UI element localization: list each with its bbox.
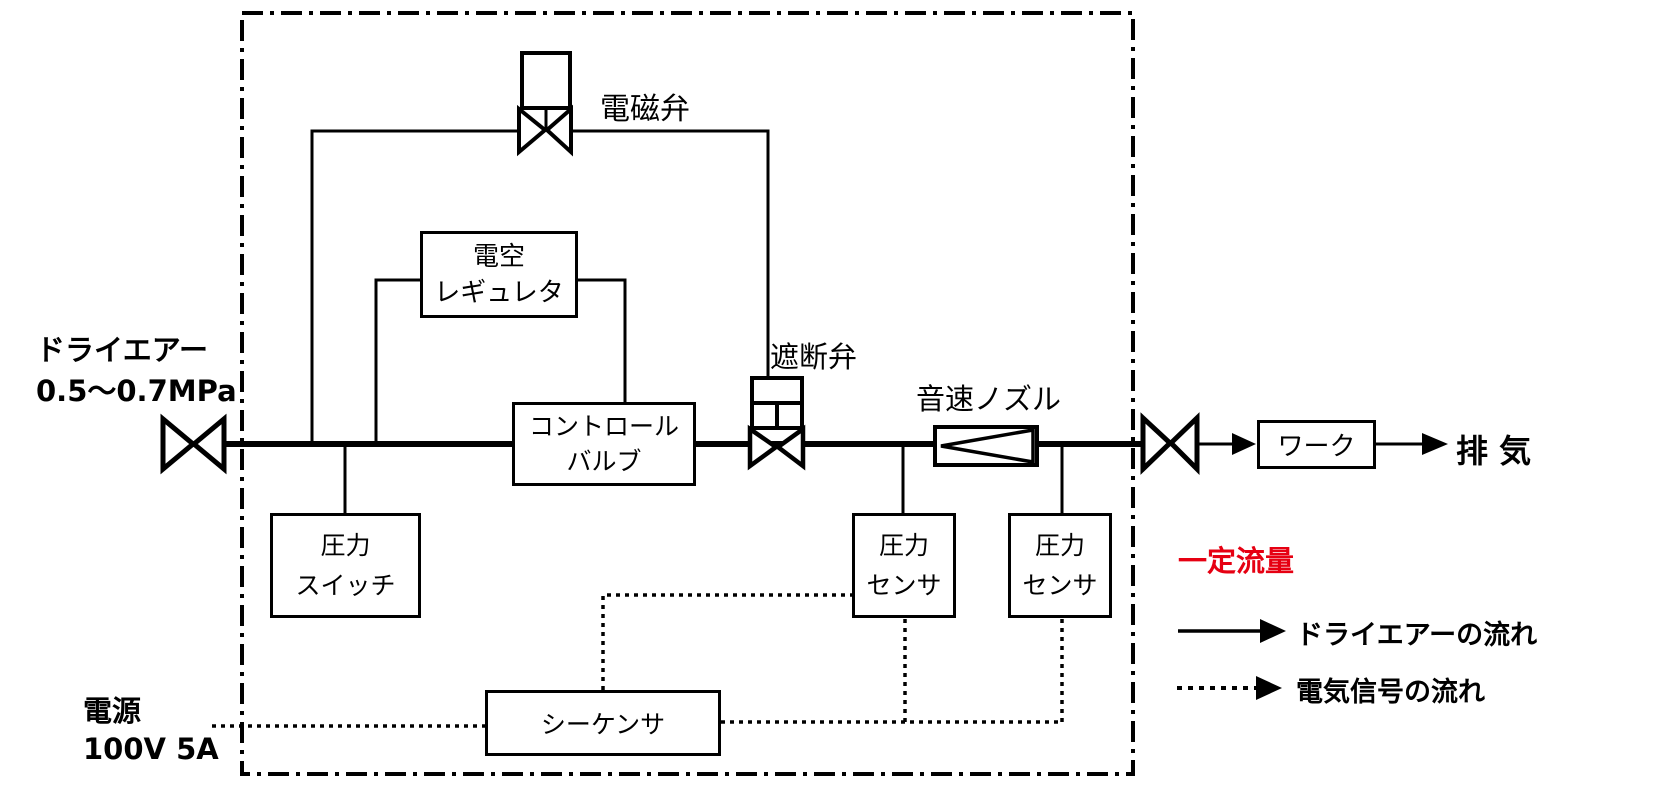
sonic-nozzle-label: 音速ノズル xyxy=(916,382,1062,416)
legend-signal-arrow xyxy=(1177,676,1282,700)
dry-air-source-line2: 0.5〜0.7MPa xyxy=(36,374,237,408)
pressure-sensor-upstream-line2: センサ xyxy=(866,570,942,600)
constant-flow-label: 一定流量 xyxy=(1178,544,1295,578)
shutoff-valve-icon xyxy=(747,376,806,471)
legend-dry-air-label: ドライエアーの流れ xyxy=(1296,620,1538,651)
regulator-pipe-right xyxy=(577,278,627,402)
work-label: ワーク xyxy=(1277,432,1356,462)
flow-arrow-to-work xyxy=(1198,433,1256,455)
flow-arrow-to-exhaust xyxy=(1376,433,1448,455)
control-valve-label-line1: コントロール xyxy=(528,412,679,441)
solenoid-pipe-left xyxy=(310,129,519,442)
pressure-sensor-upstream-line1: 圧力 xyxy=(878,530,929,560)
sequencer-box: シーケンサ xyxy=(485,690,721,756)
power-supply-line2: 100V 5A xyxy=(83,732,219,766)
legend-signal-label: 電気信号の流れ xyxy=(1296,677,1485,708)
control-valve-box: コントロール バルブ xyxy=(512,402,696,486)
pressure-sensor-downstream-line1: 圧力 xyxy=(1034,530,1085,560)
sequencer-label: シーケンサ xyxy=(540,710,666,739)
system-boundary-box xyxy=(240,11,1135,776)
pressure-switch-label-line1: 圧力 xyxy=(320,530,371,560)
dry-air-source-label: ドライエアー 0.5〜0.7MPa xyxy=(36,330,237,412)
solenoid-valve-label: 電磁弁 xyxy=(600,92,690,127)
legend-dry-air-arrow xyxy=(1178,619,1286,643)
dry-air-source-line1: ドライエアー xyxy=(36,333,208,367)
shutoff-valve-label: 遮断弁 xyxy=(770,340,858,374)
power-supply-label: 電源 100V 5A xyxy=(83,692,219,768)
pressure-sensor-upstream-box: 圧力 センサ xyxy=(852,513,956,618)
exhaust-label: 排 気 xyxy=(1456,432,1532,470)
control-valve-label-line2: バルブ xyxy=(566,447,642,476)
work-box: ワーク xyxy=(1257,420,1376,469)
pressure-sensor-downstream-line2: センサ xyxy=(1022,570,1098,600)
inlet-valve-icon xyxy=(160,413,227,475)
regulator-label-line1: 電空 xyxy=(472,241,525,272)
pressure-switch-label-line2: スイッチ xyxy=(295,570,396,600)
regulator-label-line2: レギュレタ xyxy=(434,277,564,308)
pressure-switch-box: 圧力 スイッチ xyxy=(270,513,421,618)
outlet-valve-icon xyxy=(1140,412,1200,476)
power-supply-line1: 電源 xyxy=(83,694,142,728)
regulator-box: 電空 レギュレタ xyxy=(420,231,578,318)
solenoid-valve-icon xyxy=(517,51,573,157)
pressure-sensor-downstream-box: 圧力 センサ xyxy=(1008,513,1112,618)
sonic-nozzle-icon xyxy=(933,425,1039,467)
solenoid-pipe-right xyxy=(571,129,770,378)
sequencer-to-upstream-sensor-signal xyxy=(601,593,853,690)
regulator-pipe-left xyxy=(374,278,420,442)
